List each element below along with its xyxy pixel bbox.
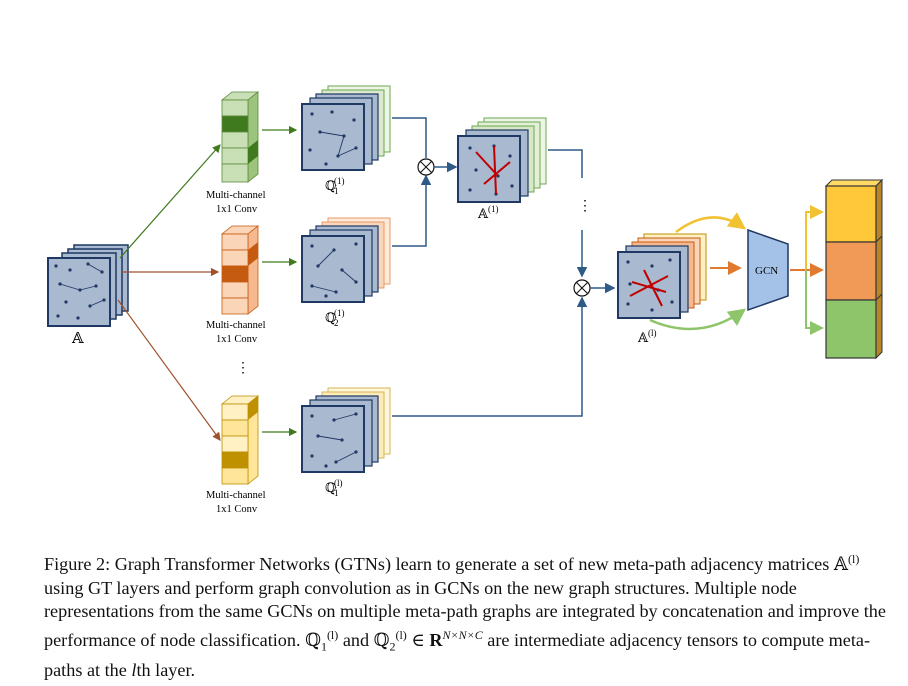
conv-filter-orange bbox=[220, 225, 260, 315]
ql-label: ℚ bbox=[325, 480, 336, 495]
q1-sup: (1) bbox=[334, 176, 345, 186]
caption-and: and bbox=[338, 629, 374, 650]
q1-sub: 1 bbox=[334, 186, 339, 196]
vdots-left: ⋮ bbox=[236, 361, 250, 376]
conv-label-mid-1: Multi-channel bbox=[206, 320, 266, 331]
input-label: 𝔸 bbox=[71, 331, 84, 347]
al-label: 𝔸 bbox=[637, 330, 649, 345]
a1-label: 𝔸 bbox=[477, 206, 489, 221]
q1-tensor-stack bbox=[301, 85, 391, 171]
gcn-label: GCN bbox=[755, 265, 778, 277]
caption-sup-l-q1: (l) bbox=[326, 627, 339, 642]
q2-sub: 2 bbox=[334, 318, 339, 328]
a1-sup: (1) bbox=[488, 204, 499, 214]
figure-caption: Figure 2: Graph Transformer Networks (GT… bbox=[44, 548, 890, 682]
caption-tail-2: th layer. bbox=[136, 659, 196, 680]
al-sup: (l) bbox=[648, 328, 657, 338]
conv-filter-green bbox=[220, 91, 260, 183]
gcn-block bbox=[747, 228, 789, 312]
q1-label: ℚ bbox=[325, 178, 336, 193]
caption-l: l bbox=[131, 659, 137, 680]
caption-prefix: Figure 2: Graph Transformer Networks (GT… bbox=[44, 554, 834, 575]
caption-sym-a: 𝔸 bbox=[833, 554, 848, 575]
caption-in: ∈ bbox=[406, 629, 430, 650]
conv-label-bot-2: 1x1 Conv bbox=[216, 504, 258, 515]
input-adjacency-stack bbox=[47, 244, 129, 327]
conv-label-top-1: Multi-channel bbox=[206, 190, 266, 201]
vdots-right: ⋮ bbox=[578, 199, 592, 214]
caption-real: R bbox=[429, 629, 443, 650]
conv-filter-yellow bbox=[220, 395, 260, 485]
multiply-node-1 bbox=[417, 158, 435, 176]
gtn-architecture-diagram: 𝔸 Multi-channel 1x1 Conv Multi-channel 1… bbox=[47, 85, 884, 515]
multiply-node-2 bbox=[573, 279, 591, 297]
conv-label-bot-1: Multi-channel bbox=[206, 490, 266, 501]
caption-tail-1: are intermediate adjacency tensors to co… bbox=[44, 629, 871, 680]
caption-sym-q2: ℚ bbox=[373, 629, 390, 650]
a1-stack bbox=[457, 117, 547, 203]
caption-sup-l-a: (l) bbox=[848, 552, 860, 566]
q2-label: ℚ bbox=[325, 310, 336, 325]
ql-tensor-stack bbox=[301, 387, 391, 473]
ql-sup: (l) bbox=[334, 478, 343, 488]
caption-sub-2: 2 bbox=[389, 639, 396, 654]
conv-label-top-2: 1x1 Conv bbox=[216, 204, 258, 215]
caption-sym-q1: ℚ bbox=[305, 629, 321, 650]
caption-middle: using GT layers and perform graph convol… bbox=[44, 577, 886, 650]
conv-label-mid-2: 1x1 Conv bbox=[216, 334, 258, 345]
caption-dims: N×N×C bbox=[442, 627, 483, 642]
q2-tensor-stack bbox=[301, 217, 391, 303]
al-stack bbox=[617, 233, 707, 319]
q2-sup: (1) bbox=[334, 308, 345, 318]
caption-sub-1: 1 bbox=[320, 639, 327, 654]
output-concat-stack bbox=[824, 178, 884, 360]
ql-sub: 1 bbox=[334, 488, 339, 498]
caption-sup-l-q2: (l) bbox=[395, 627, 407, 642]
